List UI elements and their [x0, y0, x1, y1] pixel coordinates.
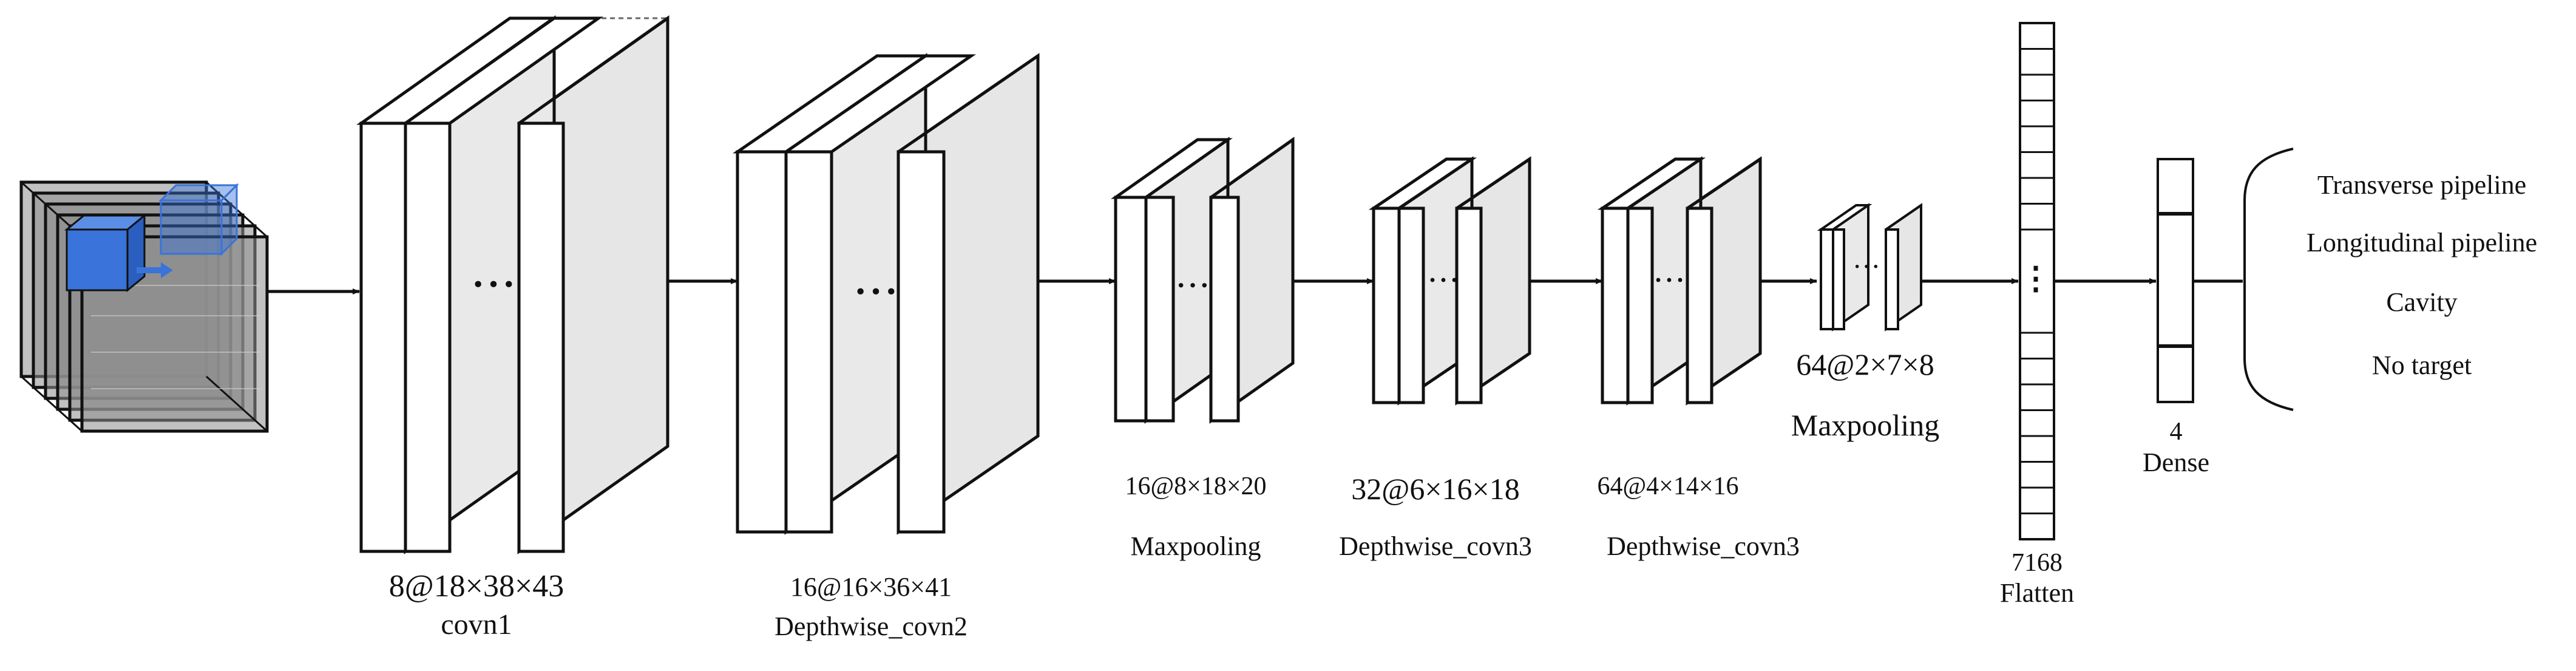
conv1-name-label: covn1 — [441, 608, 512, 641]
output-class-label: Transverse pipeline — [2317, 170, 2527, 200]
conv1-front-slab — [356, 16, 558, 553]
conv3a-name-label: Depthwise_covn3 — [1339, 531, 1532, 561]
conv3b-shape-label: 64@4×14×16 — [1597, 472, 1739, 500]
conv3a-block — [1368, 156, 1531, 406]
conv2-shape-label: 16@16×36×41 — [790, 572, 952, 602]
pool2-ellipsis: ··· — [1853, 256, 1882, 278]
conv2-name-label: Depthwise_covn2 — [774, 611, 968, 641]
dense-column — [2157, 158, 2194, 403]
conv3b-block — [1597, 156, 1762, 406]
pool1-block — [1111, 137, 1295, 424]
pool2-shape-label: 64@2×7×8 — [1796, 347, 1934, 381]
pool1-ellipsis: ··· — [1176, 270, 1212, 301]
dense-name-label: Dense — [2143, 448, 2209, 477]
pool1-name-label: Maxpooling — [1130, 531, 1261, 561]
flatten-ellipsis: ⋮ — [2020, 262, 2054, 296]
dense-size-label: 4 — [2169, 418, 2183, 446]
conv2-ellipsis: ··· — [853, 270, 901, 313]
pool1-shape-label: 16@8×18×20 — [1125, 472, 1267, 500]
output-class-label: Cavity — [2386, 287, 2458, 317]
conv3a-shape-label: 32@6×16×18 — [1351, 472, 1520, 506]
flatten-name-label: Flatten — [1999, 578, 2075, 608]
conv3b-ellipsis: ··· — [1653, 267, 1687, 295]
flatten-size-label: 7168 — [2012, 549, 2062, 577]
output-class-label: No target — [2371, 350, 2472, 380]
conv3a-ellipsis: ··· — [1428, 267, 1462, 295]
conv1-ellipsis: ··· — [471, 262, 518, 305]
pool2-block — [1817, 203, 1922, 332]
conv1-shape-label: 8@18×38×43 — [388, 569, 564, 604]
conv2-block — [732, 53, 1040, 535]
conv1-block — [356, 15, 669, 554]
radar-volume-icon — [19, 180, 269, 433]
output-bracket — [2243, 148, 2294, 411]
output-class-label: Longitudinal pipeline — [2306, 228, 2538, 257]
pool2-name-label: Maxpooling — [1791, 408, 1940, 442]
flatten-column — [2019, 22, 2055, 540]
conv3b-name-label: Depthwise_covn3 — [1607, 531, 1800, 561]
